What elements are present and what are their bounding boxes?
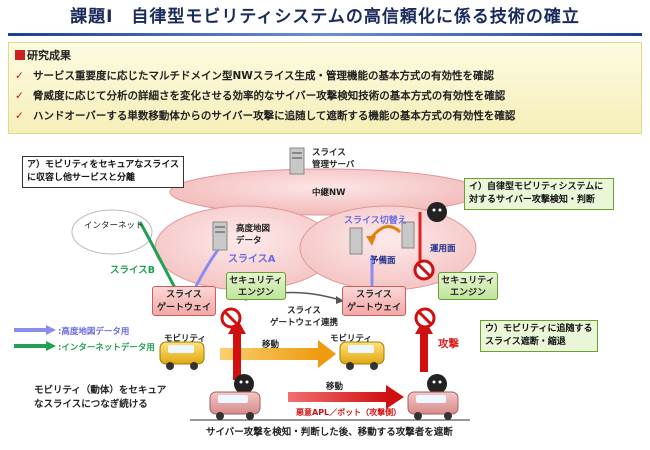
- slice-switch-label: スライス切替え: [344, 216, 407, 226]
- mobility-car-right: [339, 341, 385, 370]
- mobility-car-left: [159, 341, 205, 370]
- core-nw-label: 中継NW: [312, 188, 346, 198]
- hd-map-label: 高度地図データ: [236, 224, 271, 246]
- malware-icon-left: [234, 374, 254, 394]
- attacker-car-right: [407, 391, 459, 420]
- standby-server-icon: [349, 227, 363, 255]
- malware-label: 悪意APL／ボット（攻撃側）: [296, 408, 402, 417]
- mobility-right-label: モビリティ: [330, 334, 372, 344]
- mobility-left-label: モビリティ: [164, 334, 206, 344]
- callout-u: ウ）モビリティに追随するスライス遮断・縮退: [480, 320, 598, 352]
- security-engine-left: セキュリティエンジン: [226, 272, 286, 300]
- check-icon: ✓: [15, 110, 24, 122]
- callout-i: イ）自律型モビリティシステムに対するサイバー攻撃検知・判断: [464, 178, 614, 210]
- legend-internet: :インターネットデータ用: [58, 343, 155, 353]
- slice-a-line: [193, 249, 220, 289]
- slice-a-label: スライスA: [228, 254, 276, 265]
- check-icon: ✓: [15, 70, 24, 82]
- move-arrow-top: [220, 348, 320, 360]
- operation-label: 運用面: [430, 244, 456, 254]
- slice-management-server-icon: [289, 147, 305, 175]
- blocked-icon-operation: [413, 259, 435, 281]
- callout-a: ア）モビリティをセキュアなスライスに収容し他サービスと分離: [22, 156, 184, 188]
- slice-b-label: スライスB: [110, 265, 155, 276]
- left-note: モビリティ（動体）をセキュアなスライスにつなぎ続ける: [34, 385, 167, 410]
- page-title: 課題Ⅰ 自律型モビリティシステムの高信頼化に係る技術の確立: [70, 7, 580, 27]
- server-label: スライス管理サーバ: [312, 148, 355, 170]
- bottom-caption: サイバー攻撃を検知・判断した後、移動する攻撃者を遮断: [206, 427, 453, 438]
- gateway-link-label: スライスゲートウェイ連携: [270, 306, 339, 328]
- result-item: ✓脅威度に応じて分析の詳細さを変化させる効率的なサイバー攻撃検知技術の基本方式の…: [15, 90, 506, 102]
- legend-hd-map: :高度地図データ用: [58, 327, 130, 337]
- standby-label: 予備面: [370, 256, 396, 266]
- research-results-panel: 研究成果 ✓サービス重要度に応じたマルチドメイン型NWスライス生成・管理機能の基…: [8, 42, 642, 134]
- security-engine-right: セキュリティエンジン: [438, 272, 498, 300]
- red-square-icon: [15, 50, 25, 60]
- slice-switch-arrowhead: [366, 236, 376, 246]
- blocked-icon-right: [414, 307, 436, 329]
- blocked-icon-left: [220, 307, 242, 329]
- title-divider: [8, 33, 642, 36]
- internet-label: インターネット: [84, 221, 144, 231]
- result-item: ✓サービス重要度に応じたマルチドメイン型NWスライス生成・管理機能の基本方式の有…: [15, 70, 495, 82]
- move-top-label: 移動: [262, 340, 280, 350]
- slice-b-line: [138, 221, 177, 289]
- move-arrow-bottom: [288, 392, 388, 402]
- move-bottom-label: 移動: [326, 382, 344, 392]
- result-item: ✓ハンドオーバーする単数移動体からのサイバー攻撃に追随して遮断する機能の基本方式…: [15, 110, 516, 122]
- attacker-car-left: [209, 391, 261, 420]
- operation-server-icon: [401, 221, 415, 249]
- check-icon: ✓: [15, 90, 24, 102]
- results-heading: 研究成果: [15, 47, 71, 63]
- internet-cloud: [71, 209, 153, 255]
- slice-gateway-right: スライスゲートウェイ: [342, 286, 406, 316]
- malware-icon-right: [427, 374, 447, 394]
- attack-label: 攻撃: [438, 338, 459, 350]
- hd-map-server-icon: [212, 221, 228, 251]
- attack-arrow-left: [233, 330, 241, 380]
- attack-arrow-right: [420, 330, 428, 372]
- slice-gateway-left: スライスゲートウェイ: [152, 286, 216, 316]
- malware-icon-top: [427, 202, 447, 222]
